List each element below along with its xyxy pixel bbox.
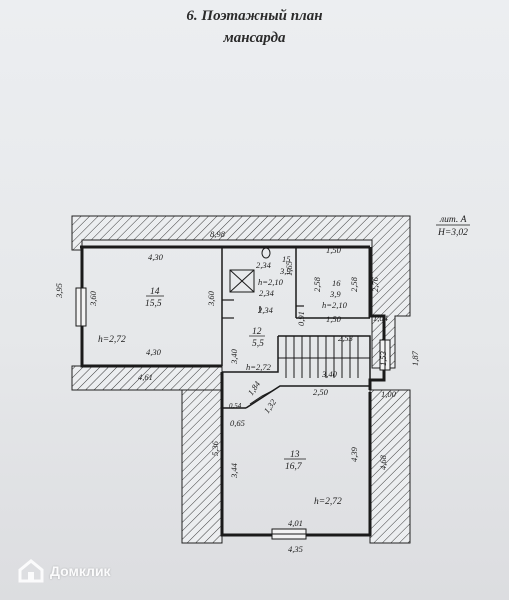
dim-right-outer-upper: 2,76: [370, 276, 380, 292]
room-12-height: h=2,72: [246, 362, 272, 372]
room-13-height: h=2,72: [314, 497, 342, 507]
dim-step-104: 1,04: [373, 313, 389, 323]
dim-left-536: 5,36: [210, 440, 220, 456]
dim-stair-340: 3,40: [321, 369, 338, 379]
dim-diag-184: 1,84: [245, 379, 262, 398]
dim-r13-100: 1,00: [381, 389, 397, 399]
dim-r13-left: 3,44: [229, 462, 239, 479]
room-13-number: 13: [290, 450, 300, 460]
dim-r16-bottom: 1,50: [326, 314, 342, 324]
room-13-area: 16,7: [285, 462, 303, 472]
dim-hall-340: 3,40: [229, 348, 239, 365]
plan-title: 6. Поэтажный план: [186, 8, 323, 24]
room-14-area: 15,5: [145, 299, 162, 309]
dim-right-outer-mid: 1,87: [410, 350, 420, 366]
dim-v-054: 0,54: [229, 402, 242, 410]
dim-diag-132: 1,32: [261, 397, 278, 416]
dim-stair-153: 1,53: [378, 351, 388, 366]
dim-r14-left-inner: 3,60: [88, 290, 98, 307]
dim-r16-top: 1,50: [326, 245, 342, 255]
dim-r15-top: 2,34: [256, 260, 272, 270]
room-15-area: 3,9: [279, 266, 291, 276]
dim-r14-bottom: 4,30: [146, 347, 162, 357]
dim-r14-right: 3,60: [206, 290, 216, 307]
dim-v-091: 0,91: [296, 311, 306, 326]
doors: [222, 299, 304, 319]
windows: [75, 287, 391, 540]
room-16-area: 3,9: [329, 289, 341, 299]
room-15-height: h=2,10: [258, 277, 284, 287]
room-16-number: 16: [332, 278, 341, 288]
dim-r15-bottom: 2,34: [258, 305, 274, 315]
dim-left-461: 4,61: [138, 372, 153, 382]
height-label: H=3,02: [437, 228, 468, 238]
dim-r13-right: 4,39: [349, 446, 359, 462]
domclick-watermark: Домклик: [18, 558, 111, 584]
room-12-area: 5,5: [252, 339, 264, 349]
dim-r15-mid: 2,34: [259, 288, 275, 298]
dim-r14-left-outer: 3,95: [54, 283, 64, 299]
lit-label: лит. А: [439, 215, 467, 225]
dim-r15-h: 1,65: [284, 261, 294, 276]
room-15: 15 3,9 h=2,10: [258, 254, 291, 287]
watermark-text: Домклик: [50, 563, 111, 579]
room-14-number: 14: [150, 287, 160, 297]
room-16: 16 3,9 h=2,10: [322, 278, 348, 310]
dim-r14-top: 4,30: [148, 252, 164, 262]
dim-stair-253: 2,53: [338, 333, 353, 343]
bathroom-fixtures: [229, 247, 271, 293]
room-13: 13 16,7 h=2,72: [284, 450, 342, 507]
plan-subtitle: мансарда: [223, 30, 286, 46]
room-16-height: h=2,10: [322, 300, 348, 310]
dim-top-total: 8,98: [210, 229, 226, 239]
dim-r13-bottom-inner: 4,01: [288, 518, 303, 528]
dim-r16-left: 2,58: [312, 276, 322, 292]
staircase: [249, 336, 370, 405]
room-14: 14 15,5 h=2,72: [98, 287, 164, 345]
dim-r13-bottom-outer: 4,35: [288, 544, 303, 554]
dim-right-468: 4,68: [378, 454, 388, 470]
roof-hatch-zones: [71, 215, 411, 544]
dim-r16-right: 2,58: [349, 276, 359, 292]
dim-v-065: 0,65: [230, 418, 245, 428]
dim-r13-250: 2,50: [313, 387, 329, 397]
house-logo-icon: [18, 559, 44, 583]
room-15-number: 15: [282, 254, 291, 264]
room-14-height: h=2,72: [98, 335, 126, 345]
room-12: 12 5,5 h=2,72: [246, 327, 272, 372]
room-12-number: 12: [252, 327, 262, 337]
